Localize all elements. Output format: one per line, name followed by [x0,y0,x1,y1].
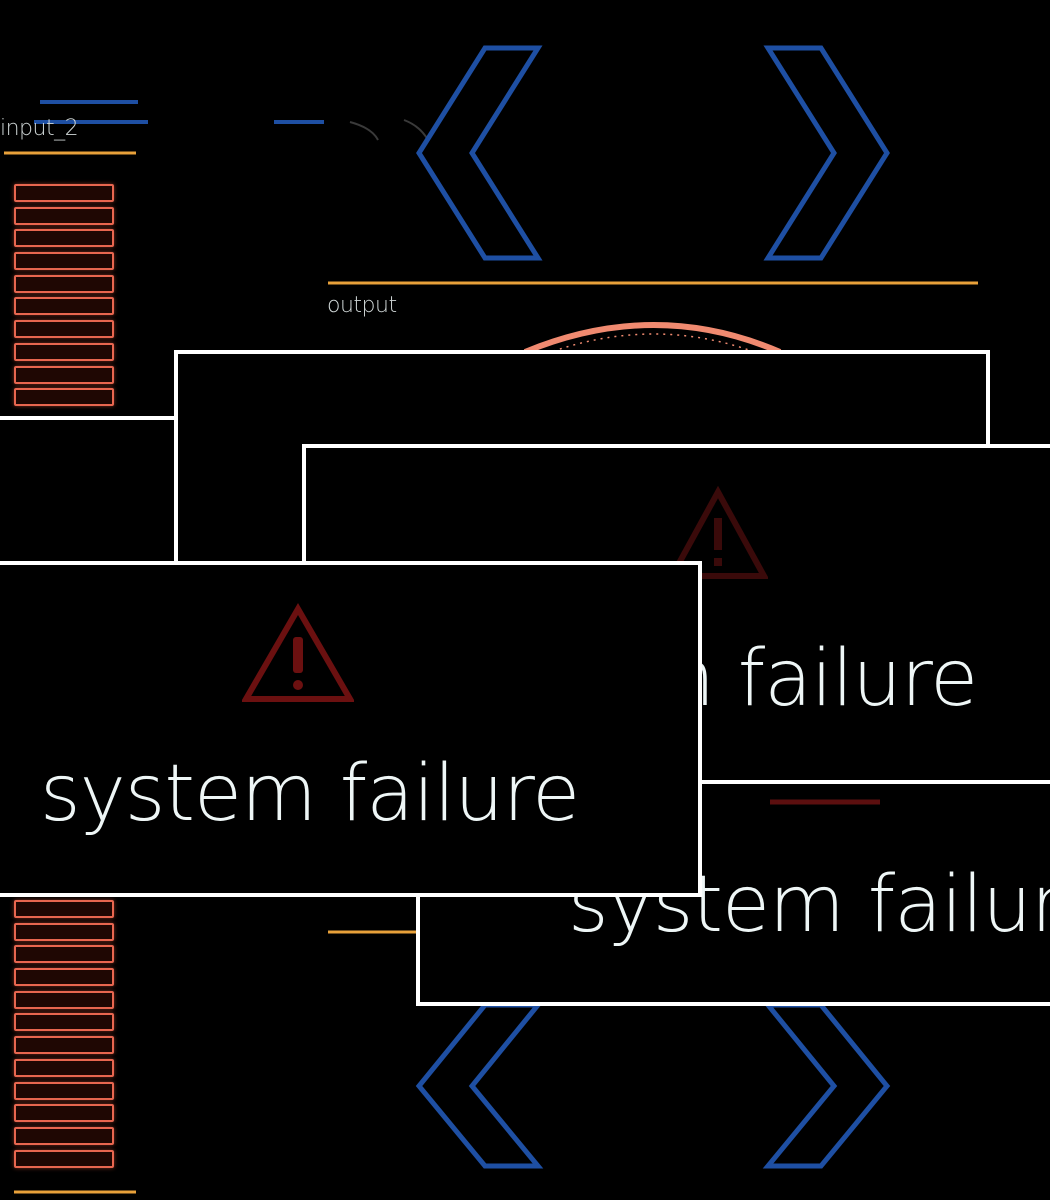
ladder-rung [14,1013,114,1032]
ladder-rung [14,365,114,384]
ladder-rung [14,229,114,248]
warning-icon [242,603,354,702]
chevron-left-icon[interactable] [415,1002,544,1169]
level-ladder-icon [14,184,114,411]
ladder-rung [14,184,114,202]
ladder-rung [14,1104,114,1123]
ladder-rung [14,922,114,941]
chevron-left-icon[interactable] [416,45,543,261]
ladder-rung [14,274,114,293]
ladder-rung [14,990,114,1009]
ladder-rung [14,1149,114,1168]
chevron-right-icon[interactable] [762,1002,891,1169]
ladder-rung [14,342,114,361]
system-failure-dialog[interactable] [0,416,186,576]
ladder-rung [14,1081,114,1100]
ladder-rung [14,297,114,316]
ladder-rung [14,1126,114,1145]
ladder-rung [14,1058,114,1077]
dialog-message: system failure [40,749,580,839]
ladder-rung [14,320,114,339]
ladder-rung [14,206,114,225]
ladder-rung [14,900,114,918]
warning-icon [770,799,880,805]
input-label: input_2 [0,116,79,141]
output-label: output [327,293,397,318]
warning-icon [668,486,768,579]
ladder-rung [14,968,114,987]
ladder-rung [14,1036,114,1055]
ladder-rung [14,388,114,407]
ladder-rung [14,252,114,271]
ladder-rung [14,945,114,964]
chevron-right-icon[interactable] [763,45,890,261]
level-ladder-icon [14,900,114,1172]
gauge-dial-icon [523,322,782,357]
faint-squiggle [349,119,429,141]
system-failure-dialog[interactable]: system failure [0,561,702,897]
